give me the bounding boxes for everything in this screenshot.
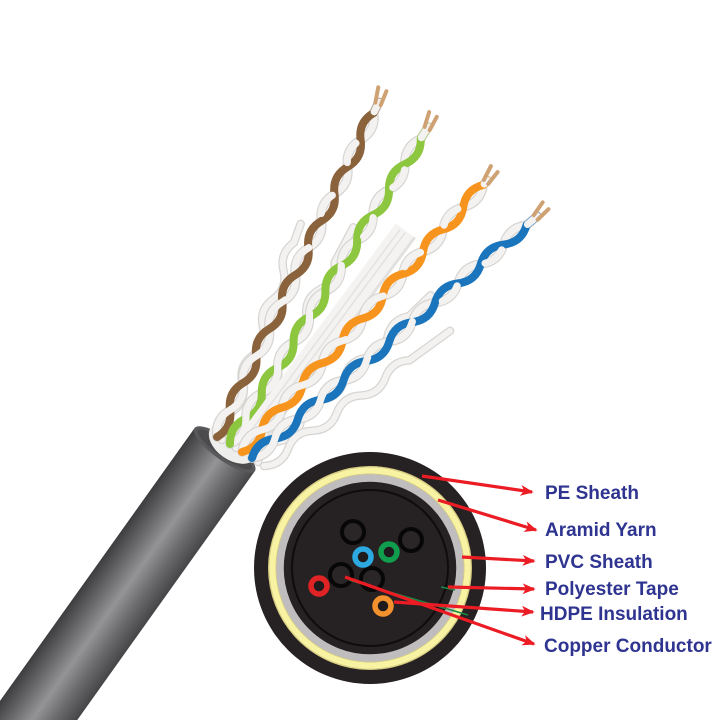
label-hdpe-insulation: HDPE Insulation xyxy=(540,604,688,625)
conductor-green xyxy=(378,541,400,563)
cross-section xyxy=(254,452,486,684)
label-polyester-tape: Polyester Tape xyxy=(545,579,679,600)
leader-pvc-sheath xyxy=(461,554,536,566)
twisted-pair-blue xyxy=(247,200,551,463)
twisted-pair-green xyxy=(225,110,439,449)
label-pe-sheath: PE Sheath xyxy=(545,483,639,504)
polyester-tape-circle xyxy=(291,489,449,647)
pvc-sheath-ring xyxy=(276,474,464,662)
aramid-edge-inner xyxy=(275,473,465,663)
conductor-red xyxy=(308,575,330,597)
copper-tips xyxy=(481,164,500,186)
leader-aramid-yarn xyxy=(437,498,538,532)
conductor-dark-2 xyxy=(398,527,424,553)
copper-tips xyxy=(373,85,389,108)
blue-wire xyxy=(248,212,542,462)
conductor-orange xyxy=(372,595,394,617)
orange-wire xyxy=(238,176,492,456)
green-wire xyxy=(226,122,433,448)
twisted-pair-brown xyxy=(211,85,389,442)
jacket-body xyxy=(0,427,256,720)
label-pvc-sheath: PVC Sheath xyxy=(545,552,653,573)
label-aramid-yarn: Aramid Yarn xyxy=(545,520,657,541)
conductor-blue xyxy=(352,546,374,568)
twisted-pair-orange xyxy=(237,164,500,457)
aramid-edge-outer xyxy=(268,466,473,671)
conductor-dark-3 xyxy=(328,562,354,588)
cable-jacket xyxy=(0,426,256,720)
copper-tips xyxy=(422,110,439,133)
leader-pe-sheath xyxy=(421,474,534,496)
copper-tips xyxy=(531,200,551,222)
brown-wire xyxy=(213,98,383,441)
leader-polyester-tape xyxy=(447,583,536,595)
conductor-dark-1 xyxy=(340,519,366,545)
aramid-yarn-ring xyxy=(269,467,471,669)
label-copper-conductor: Copper Conductor xyxy=(544,636,712,657)
leader-copper-conductor xyxy=(344,575,536,646)
callout-arrows xyxy=(344,474,538,646)
